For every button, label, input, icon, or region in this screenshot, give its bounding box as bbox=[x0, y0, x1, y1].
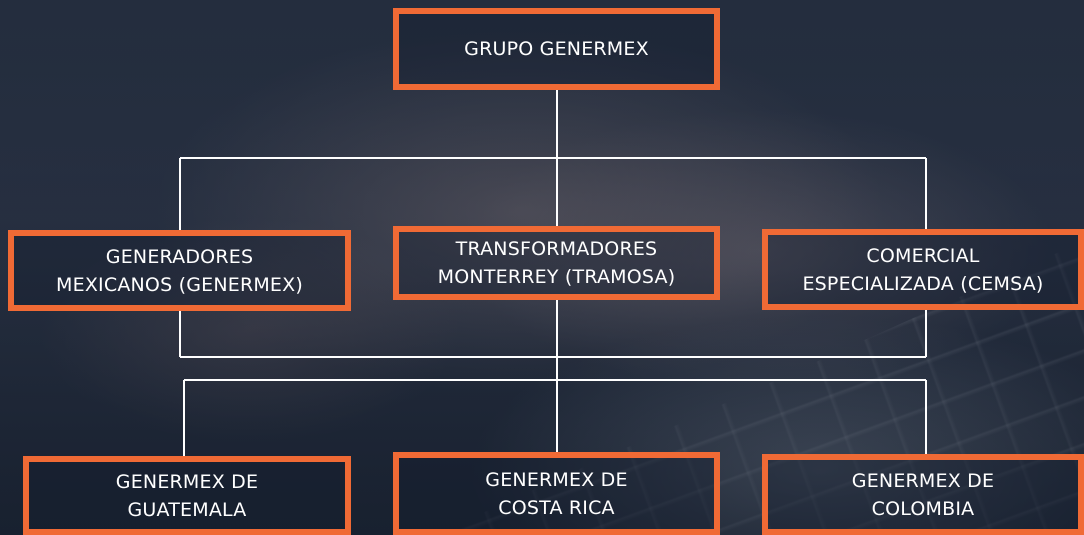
node-comercial-especializada: COMERCIAL ESPECIALIZADA (CEMSA) bbox=[762, 229, 1084, 310]
node-generadores-mexicanos: GENERADORES MEXICANOS (GENERMEX) bbox=[8, 230, 351, 311]
node-genermex-guatemala: GENERMEX DE GUATEMALA bbox=[23, 456, 351, 535]
node-genermex-colombia: GENERMEX DE COLOMBIA bbox=[762, 454, 1084, 535]
node-label: GENERMEX DE COLOMBIA bbox=[851, 469, 995, 520]
node-transformadores-monterrey: TRANSFORMADORES MONTERREY (TRAMOSA) bbox=[393, 226, 720, 300]
node-label: GENERADORES MEXICANOS (GENERMEX) bbox=[56, 245, 303, 296]
node-label: TRANSFORMADORES MONTERREY (TRAMOSA) bbox=[437, 238, 676, 288]
node-label: GENERMEX DE GUATEMALA bbox=[115, 470, 259, 521]
node-label: GRUPO GENERMEX bbox=[464, 38, 649, 60]
node-label: COMERCIAL ESPECIALIZADA (CEMSA) bbox=[802, 244, 1044, 295]
node-label: GENERMEX DE COSTA RICA bbox=[485, 468, 628, 519]
node-genermex-costa-rica: GENERMEX DE COSTA RICA bbox=[393, 452, 720, 535]
node-grupo-genermex: GRUPO GENERMEX bbox=[393, 8, 720, 90]
